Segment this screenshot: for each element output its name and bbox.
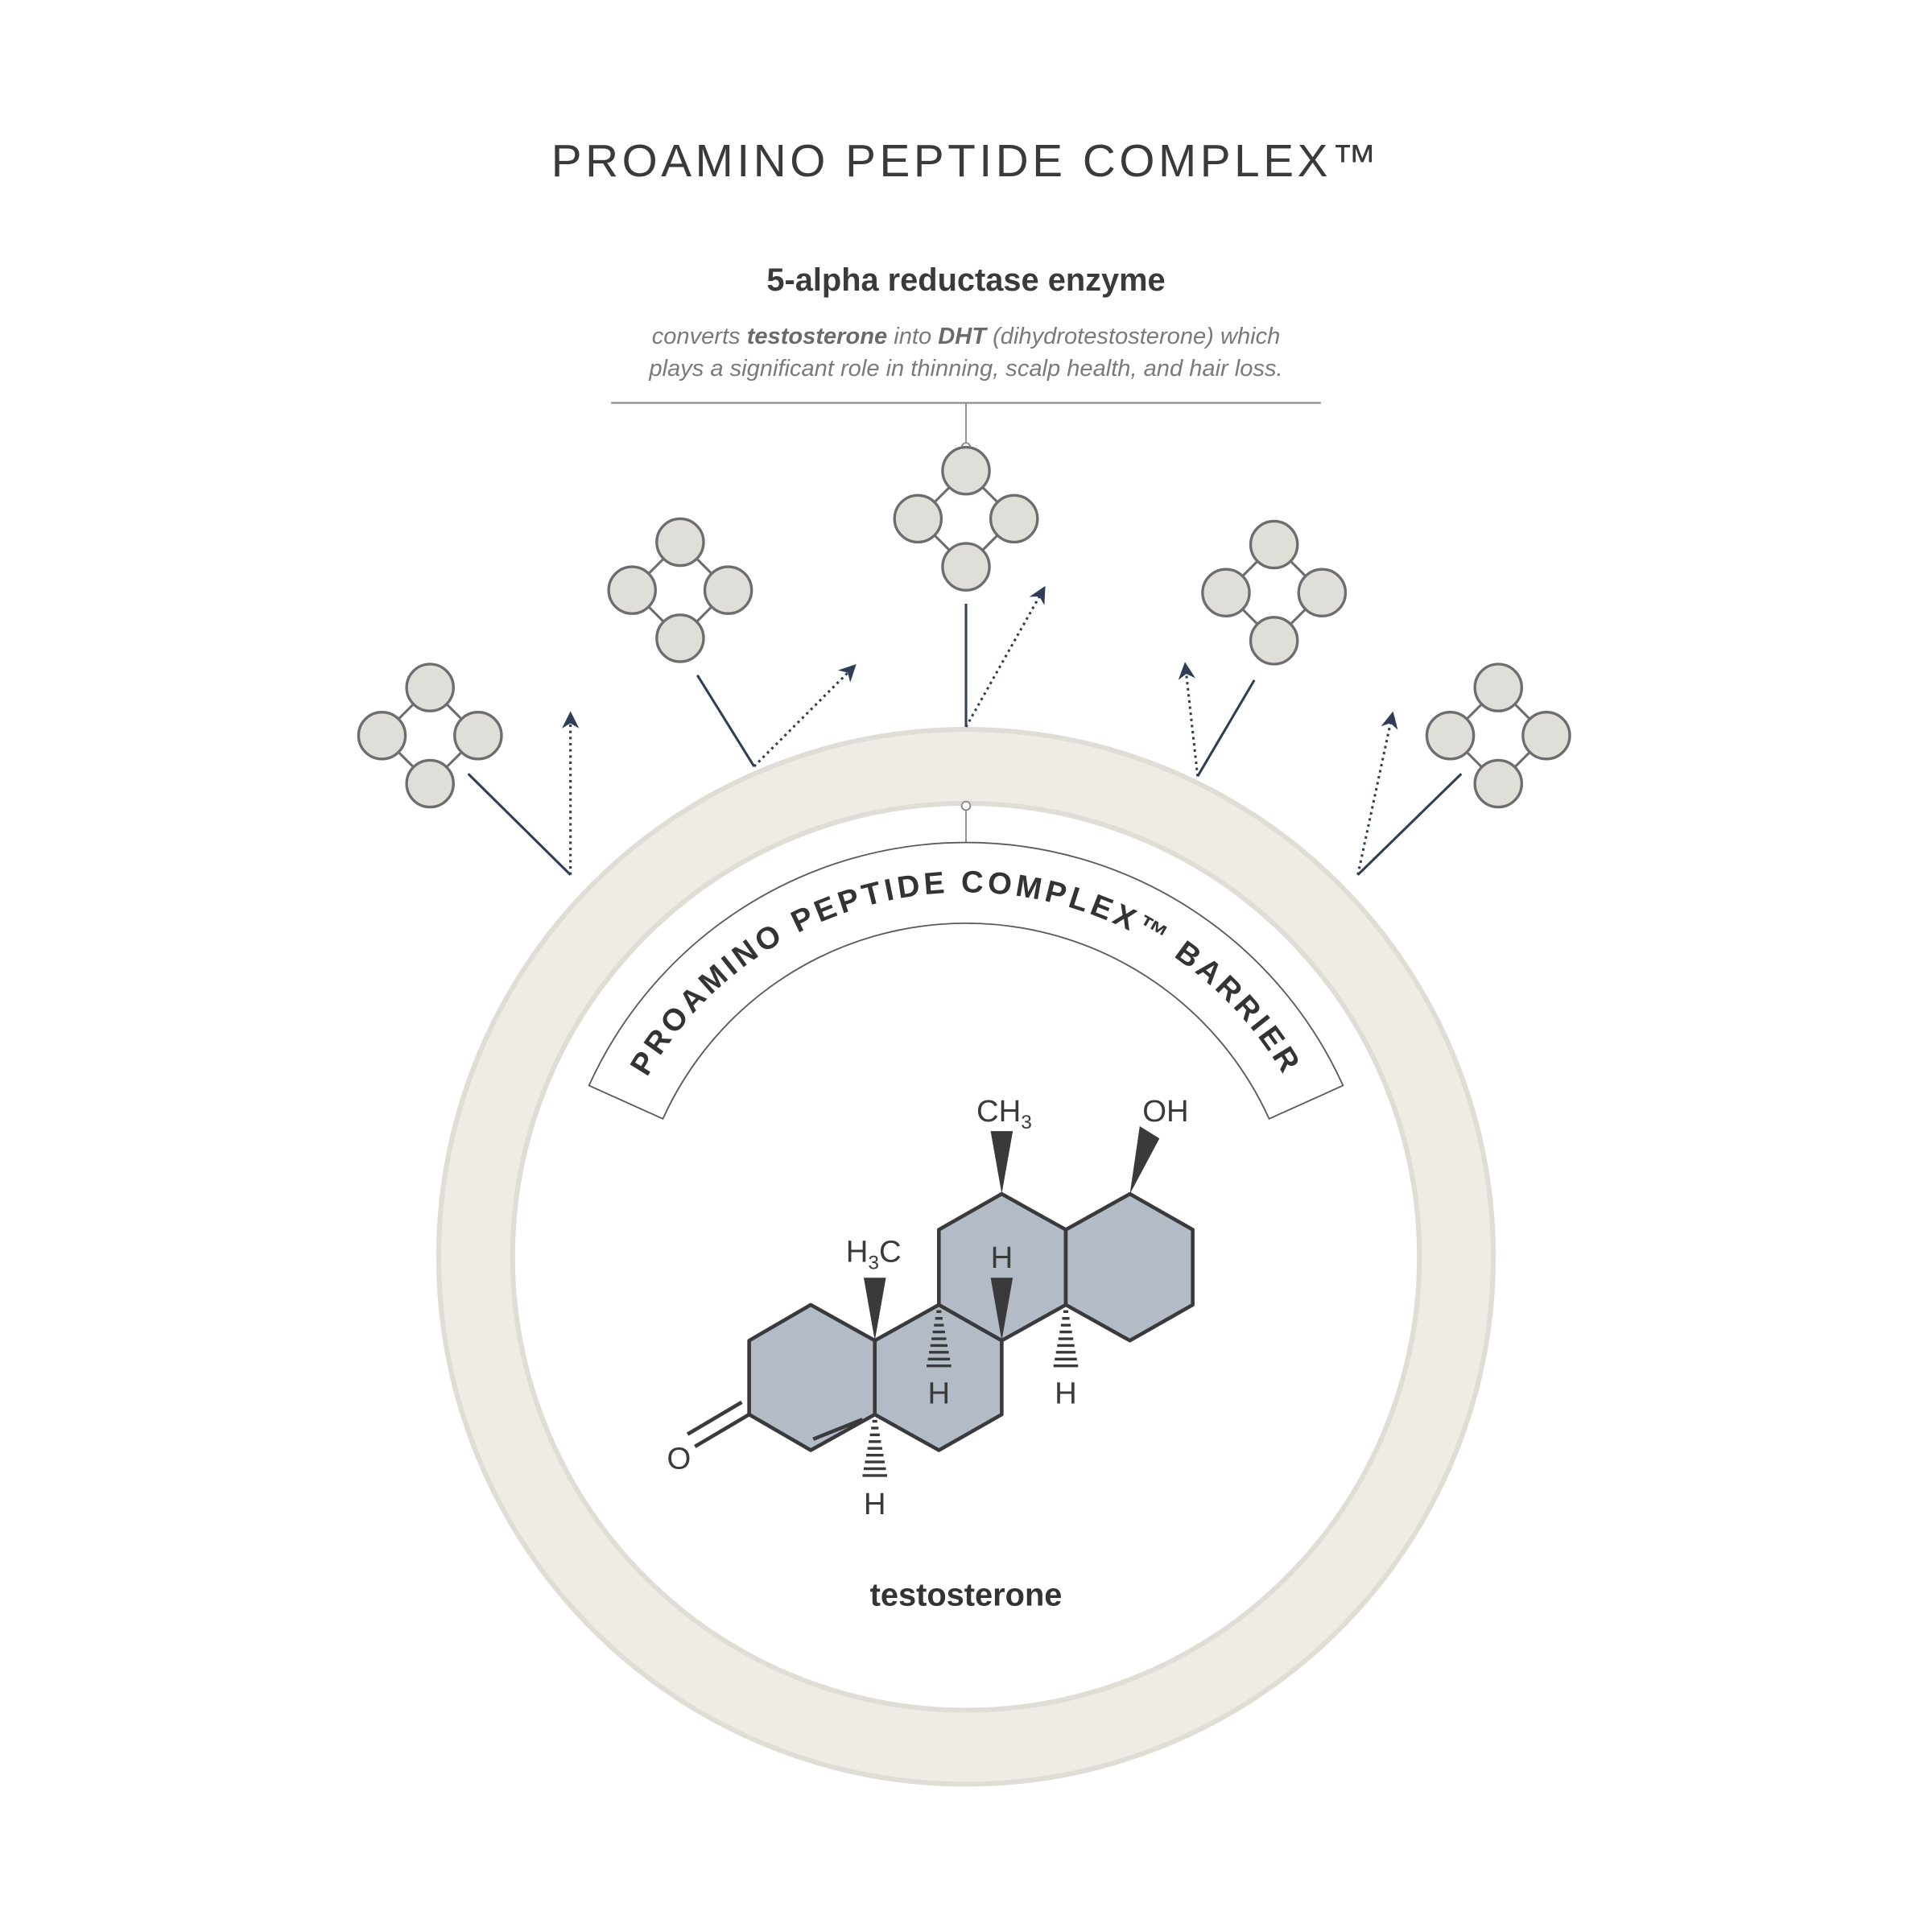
wedge-bond (863, 1278, 886, 1341)
peptide-cluster (1425, 663, 1571, 809)
peptide-cluster (607, 517, 753, 663)
testosterone-molecule: O H3C CH3 OH H H H H (667, 1094, 1195, 1521)
amino-acid-bead (655, 517, 705, 568)
amino-acid-bead (1249, 519, 1299, 570)
amino-acid-bead (893, 493, 943, 544)
oh-label: OH (1142, 1094, 1188, 1129)
enzyme-description-line1: converts testosterone into DHT (dihydrot… (652, 324, 1281, 349)
hashed-bonds (862, 1310, 1079, 1477)
oxygen-label: O (667, 1441, 691, 1476)
incoming-line (1356, 773, 1463, 876)
incoming-line (467, 773, 572, 876)
deflect-arrow (1356, 711, 1398, 876)
wedge-bond (990, 1278, 1013, 1341)
carbonyl-bond (686, 1400, 743, 1436)
amino-acid-bead (607, 565, 657, 615)
peptide-clusters (357, 445, 1571, 809)
wedge-bond (990, 1131, 1013, 1195)
h3c-label: H3C (846, 1234, 902, 1274)
amino-acid-bead (1425, 711, 1476, 761)
desc-text: into (887, 324, 938, 349)
h-label: H (928, 1376, 951, 1410)
h-label: H (1055, 1376, 1077, 1410)
amino-acid-bead (1249, 616, 1299, 666)
ring-a (747, 1302, 877, 1452)
peptide-cluster (357, 663, 503, 809)
h-label: H (864, 1487, 886, 1521)
amino-acid-bead (1201, 568, 1251, 617)
banner-connector-dot (960, 800, 972, 811)
double-bond (812, 1418, 864, 1441)
amino-acid-bead (405, 758, 455, 809)
peptide-cluster (1201, 519, 1348, 666)
amino-acid-bead (941, 542, 991, 592)
wedge-bond (1129, 1125, 1160, 1195)
barrier-ring (440, 732, 1492, 1782)
incoming-line (1196, 679, 1256, 778)
desc-text: converts (652, 324, 747, 349)
desc-text: (dihydrotestosterone) which (986, 324, 1280, 349)
deflection-arrows (467, 585, 1463, 876)
barrier-label-text: PROAMINO PEPTIDE COMPLEX™ BARRIER (624, 865, 1305, 1081)
amino-acid-bead (1473, 663, 1523, 712)
incoming-line (696, 674, 756, 767)
page-title: PROAMINO PEPTIDE COMPLEX™ (551, 136, 1381, 187)
amino-acid-bead (941, 445, 991, 496)
desc-bold-testosterone: testosterone (747, 324, 888, 349)
desc-bold-dht: DHT (938, 324, 988, 349)
molecule-name: testosterone (870, 1577, 1063, 1612)
barrier-banner (588, 841, 1344, 1121)
amino-acid-bead (703, 565, 753, 615)
amino-acid-bead (1297, 568, 1348, 617)
deflect-arrow (753, 664, 857, 768)
amino-acid-bead (1473, 758, 1523, 809)
deflect-arrow (1178, 662, 1199, 777)
h-label: H (991, 1241, 1013, 1275)
ring-d (1063, 1191, 1195, 1343)
amino-acid-bead (655, 613, 705, 663)
peptide-cluster (893, 445, 1039, 592)
carbonyl-bond (694, 1413, 750, 1448)
deflect-arrow (964, 585, 1046, 728)
barrier-label: PROAMINO PEPTIDE COMPLEX™ BARRIER (624, 865, 1309, 1081)
ch3-label: CH3 (976, 1094, 1032, 1133)
amino-acid-bead (989, 493, 1039, 544)
enzyme-heading: 5-alpha reductase enzyme (766, 262, 1165, 298)
amino-acid-bead (357, 711, 407, 761)
enzyme-description-line2: plays a significant role in thinning, sc… (648, 356, 1282, 382)
amino-acid-bead (1521, 711, 1571, 761)
amino-acid-bead (453, 711, 503, 761)
amino-acid-bead (405, 663, 455, 712)
